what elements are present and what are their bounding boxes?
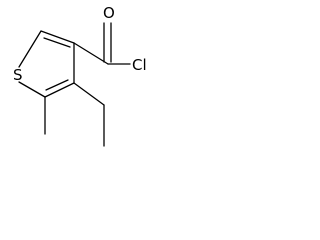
bond-c4-c5-double	[45, 79, 69, 91]
atom-label-oxygen: O	[103, 4, 115, 22]
atom-label-chlorine: Cl	[132, 56, 147, 74]
bond-c3-carbonyl	[73, 42, 109, 65]
bond-c2-c3-double	[43, 37, 71, 48]
bond-c5-s	[18, 81, 46, 98]
molecule-structure: S O Cl	[13, 4, 147, 147]
bond-c4-ethyl	[73, 82, 105, 106]
bond-c2-c3	[40, 30, 75, 44]
atom-label-sulfur: S	[13, 66, 23, 84]
bond-s-c2	[18, 30, 42, 68]
bond-c4-c5	[44, 82, 75, 98]
